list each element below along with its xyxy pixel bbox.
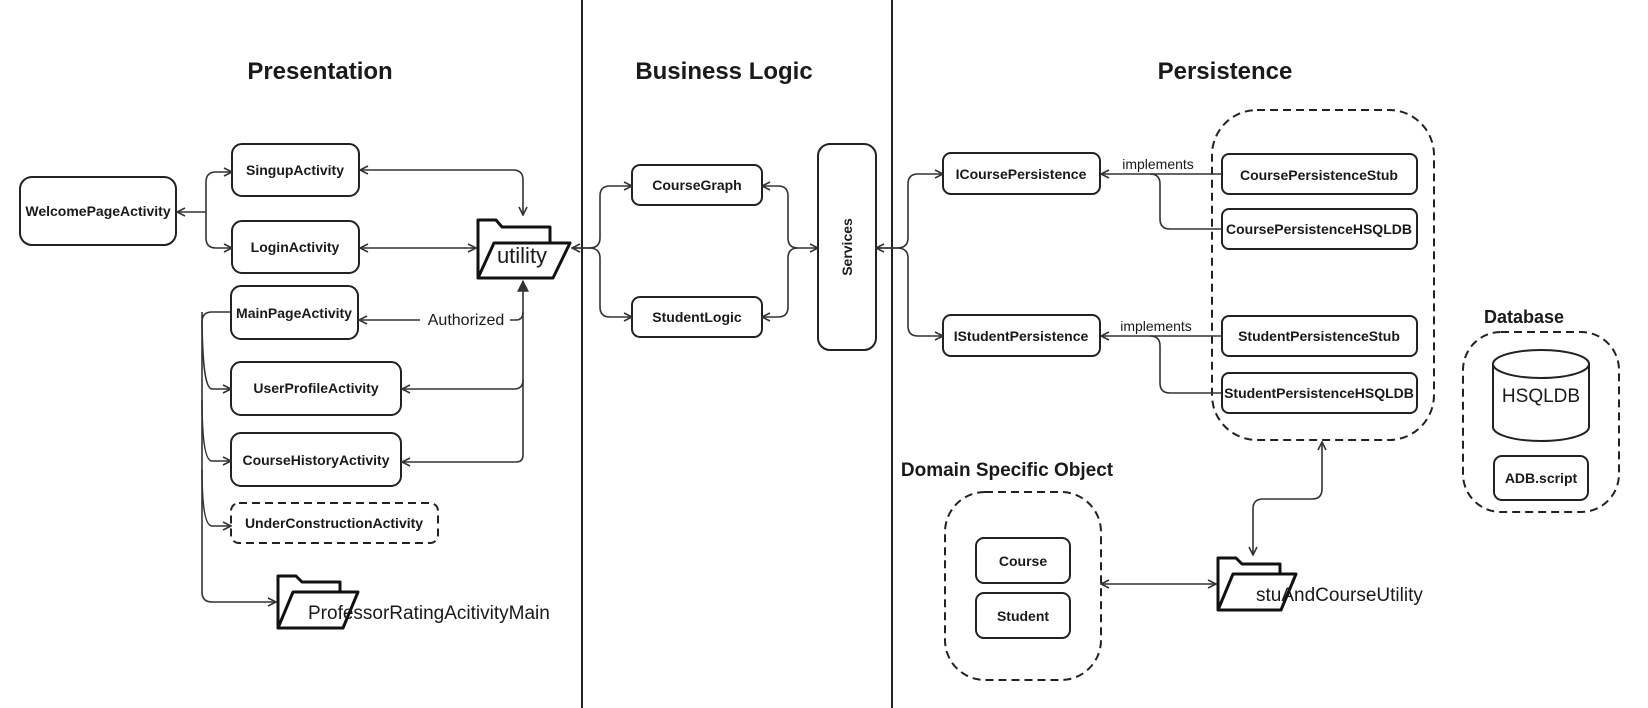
student-logic-label: StudentLogic	[652, 309, 742, 325]
hsqldb-label: HSQLDB	[1502, 386, 1580, 407]
edge-course-hsqldb-implements	[1149, 173, 1222, 230]
edge-signup-utility	[360, 170, 523, 215]
edge-welcome-login	[205, 212, 232, 248]
edge-implementations-utility	[1253, 442, 1322, 555]
edge-services-studentlogic	[762, 247, 799, 317]
domain-group	[944, 491, 1102, 681]
presentation-header: Presentation	[247, 58, 392, 85]
student-persistence-hsqldb-node[interactable]: StudentPersistenceHSQLDB	[1221, 372, 1418, 414]
course-persistence-hsqldb-node[interactable]: CoursePersistenceHSQLDB	[1221, 208, 1418, 250]
welcome-page-activity-node[interactable]: WelcomePageActivity	[19, 176, 177, 246]
folder-icon	[1216, 556, 1298, 612]
user-profile-activity-node[interactable]: UserProfileActivity	[230, 361, 402, 416]
edge-utility-authorized	[510, 311, 524, 321]
signup-activity-node[interactable]: SingupActivity	[231, 143, 360, 197]
course-persistence-stub-node[interactable]: CoursePersistenceStub	[1221, 153, 1418, 195]
course-domain-node[interactable]: Course	[975, 537, 1071, 584]
course-domain-label: Course	[999, 553, 1047, 569]
student-logic-node[interactable]: StudentLogic	[631, 296, 763, 338]
business-logic-header: Business Logic	[635, 58, 812, 85]
folder-icon	[276, 574, 360, 630]
edge-services-coursegraph	[762, 186, 818, 248]
course-persistence-stub-label: CoursePersistenceStub	[1240, 167, 1398, 183]
services-node[interactable]: Services	[817, 143, 877, 351]
business-edges	[572, 186, 818, 317]
domain-header: Domain Specific Object	[901, 460, 1114, 481]
edge-main-professor	[201, 311, 276, 602]
services-label: Services	[839, 218, 855, 276]
stu-and-course-utility-folder[interactable]: stuAndCourseUtility	[1216, 556, 1423, 612]
persistence-header: Persistence	[1158, 58, 1293, 85]
under-construction-activity-node[interactable]: UnderConstructionActivity	[230, 502, 439, 544]
folder-icon	[476, 218, 572, 280]
login-activity-label: LoginActivity	[251, 239, 340, 255]
edge-to-studentlogic	[588, 247, 632, 317]
authorized-label: Authorized	[428, 312, 505, 329]
implements-label-student: implements	[1120, 318, 1192, 334]
edge-to-istudent	[896, 247, 943, 336]
edge-student-hsqldb-implements	[1149, 335, 1222, 394]
edge-main-history	[201, 399, 231, 461]
database-header: Database	[1484, 307, 1564, 327]
student-persistence-stub-label: StudentPersistenceStub	[1238, 328, 1400, 344]
edge-to-icourse	[896, 174, 943, 249]
database-group	[1462, 331, 1620, 513]
icourse-persistence-label: ICoursePersistence	[956, 166, 1087, 182]
implementations-group	[1211, 109, 1435, 441]
edge-welcome-signup	[205, 172, 232, 212]
student-persistence-stub-node[interactable]: StudentPersistenceStub	[1221, 315, 1418, 357]
course-history-activity-label: CourseHistoryActivity	[242, 452, 389, 468]
adb-script-node[interactable]: ADB.script	[1493, 455, 1589, 501]
professor-rating-folder[interactable]: ProfessorRatingAcitivityMain	[276, 574, 550, 630]
student-domain-node[interactable]: Student	[975, 592, 1071, 639]
student-domain-label: Student	[997, 608, 1049, 624]
persistence-edges	[876, 174, 1322, 584]
edge-utility-profile	[402, 379, 524, 389]
edge-utility-history	[402, 281, 523, 462]
course-graph-node[interactable]: CourseGraph	[631, 164, 763, 206]
course-history-activity-node[interactable]: CourseHistoryActivity	[230, 432, 402, 487]
presentation-edges	[177, 170, 523, 602]
welcome-page-activity-label: WelcomePageActivity	[25, 203, 170, 219]
main-page-activity-node[interactable]: MainPageActivity	[230, 285, 359, 340]
icourse-persistence-node[interactable]: ICoursePersistence	[942, 152, 1101, 195]
course-persistence-hsqldb-label: CoursePersistenceHSQLDB	[1226, 221, 1412, 237]
main-page-activity-label: MainPageActivity	[236, 305, 352, 321]
under-construction-activity-label: UnderConstructionActivity	[245, 515, 423, 531]
edge-to-coursegraph	[588, 186, 632, 249]
professor-rating-label: ProfessorRatingAcitivityMain	[308, 603, 550, 624]
student-persistence-hsqldb-label: StudentPersistenceHSQLDB	[1224, 385, 1414, 401]
user-profile-activity-label: UserProfileActivity	[253, 380, 378, 396]
signup-activity-label: SingupActivity	[246, 162, 344, 178]
adb-script-label: ADB.script	[1505, 470, 1578, 486]
edge-main-construction	[201, 469, 231, 526]
edge-main-profile	[201, 311, 231, 389]
istudent-persistence-label: IStudentPersistence	[954, 328, 1089, 344]
implements-label-course: implements	[1122, 156, 1194, 172]
database-icon	[1492, 349, 1590, 442]
istudent-persistence-node[interactable]: IStudentPersistence	[942, 314, 1101, 357]
utility-folder[interactable]: utility	[476, 218, 572, 280]
course-graph-label: CourseGraph	[652, 177, 741, 193]
stu-and-course-utility-label: stuAndCourseUtility	[1256, 585, 1423, 606]
utility-label: utility	[497, 243, 547, 268]
login-activity-node[interactable]: LoginActivity	[231, 220, 360, 274]
hsqldb-cylinder[interactable]: HSQLDB	[1492, 349, 1590, 442]
